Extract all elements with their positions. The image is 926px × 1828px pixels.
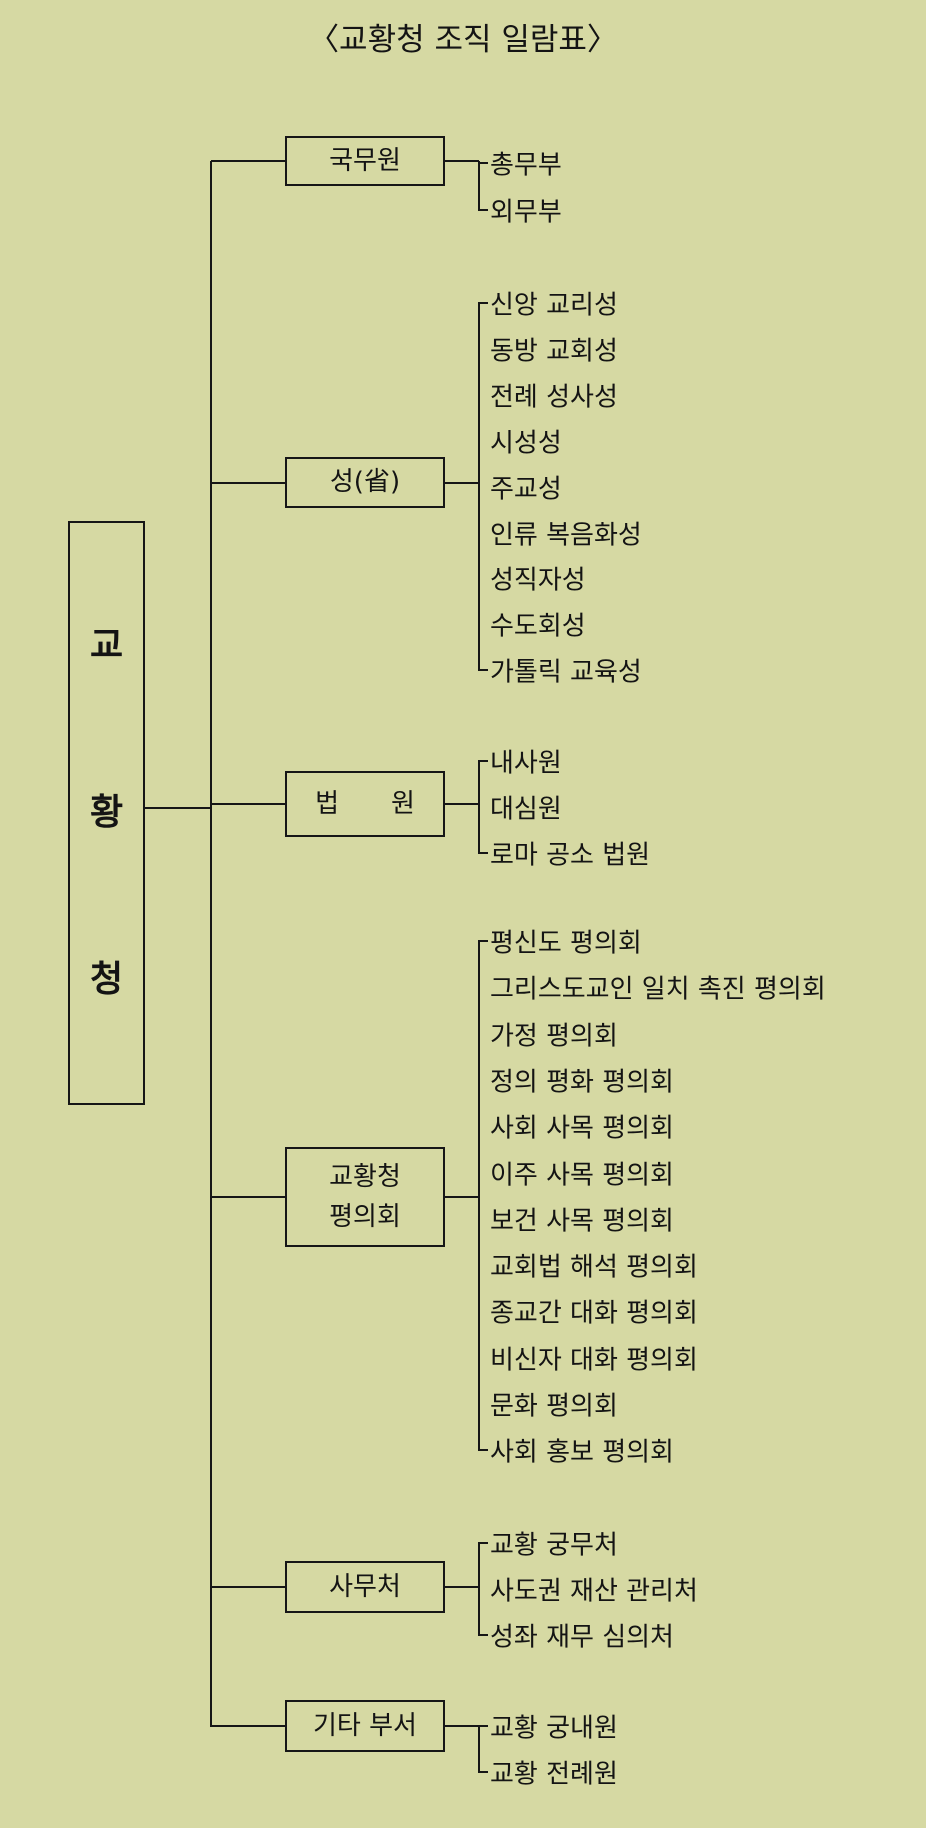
sub-department-item: 보건 사목 평의회 [490, 1206, 674, 1237]
sub-department-item: 비신자 대화 평의회 [490, 1345, 698, 1376]
group-box: 성(省) [285, 457, 445, 508]
branch-connector [211, 1725, 285, 1727]
sub-department-item: 사도권 재산 관리처 [490, 1576, 698, 1607]
sub-department-item: 교황 전례원 [490, 1759, 618, 1790]
bracket-tick [478, 940, 488, 942]
sub-department-item: 교황 궁내원 [490, 1713, 618, 1744]
branch-connector [211, 1196, 285, 1198]
group-box: 법 원 [285, 771, 445, 837]
sub-department-item: 종교간 대화 평의회 [490, 1298, 698, 1329]
bracket-line [478, 761, 480, 853]
bracket-line [478, 303, 480, 671]
sub-department-item: 전례 성사성 [490, 382, 618, 413]
root-char: 청 [89, 958, 124, 1000]
bracket-tick [478, 669, 488, 672]
sub-department-item: 문화 평의회 [490, 1391, 618, 1422]
sub-department-item: 평신도 평의회 [490, 928, 642, 959]
group-box: 국무원 [285, 136, 445, 186]
bracket-line [478, 941, 480, 1451]
sub-department-item: 성직자성 [490, 565, 586, 596]
sub-department-item: 성좌 재무 심의처 [490, 1622, 674, 1653]
bracket-tick [478, 1449, 488, 1452]
sub-department-item: 사회 홍보 평의회 [490, 1437, 674, 1468]
sub-department-item: 수도회성 [490, 611, 586, 642]
root-connector [144, 807, 211, 809]
bracket-tick [478, 162, 488, 164]
group-box: 사무처 [285, 1561, 445, 1613]
root-char: 교 [89, 625, 124, 667]
bracket-tick [478, 760, 488, 762]
sub-department-item: 로마 공소 법원 [490, 840, 651, 871]
sub-department-item: 대심원 [490, 794, 562, 825]
root-box-holy-see: 교 황 청 [68, 521, 145, 1105]
sub-department-item: 교황 궁무처 [490, 1530, 618, 1561]
bracket-tick [478, 1725, 488, 1727]
root-char: 황 [89, 792, 124, 834]
sub-department-item: 주교성 [490, 474, 562, 505]
sub-department-item: 동방 교회성 [490, 336, 618, 367]
branch-connector [211, 1586, 285, 1588]
sub-department-item: 외무부 [490, 197, 562, 228]
trunk-line [210, 161, 212, 1727]
group-box: 교황청 평의회 [285, 1147, 445, 1247]
sub-department-item: 가톨릭 교육성 [490, 657, 642, 688]
sub-department-item: 가정 평의회 [490, 1021, 618, 1052]
branch-connector [211, 160, 285, 162]
branch-connector [211, 803, 285, 805]
bracket-tick [478, 852, 488, 854]
bracket-line [478, 1726, 480, 1772]
sub-department-item: 이주 사목 평의회 [490, 1160, 674, 1190]
sub-department-item: 교회법 해석 평의회 [490, 1252, 698, 1283]
sub-department-item: 인류 복음화성 [490, 520, 642, 550]
sub-department-item: 정의 평화 평의회 [490, 1067, 674, 1098]
sub-department-item: 시성성 [490, 428, 562, 459]
sub-department-item: 총무부 [490, 150, 562, 181]
bracket-tick [478, 1542, 488, 1544]
box-to-bracket-connector [445, 1196, 479, 1198]
branch-connector [211, 481, 285, 484]
sub-department-item: 사회 사목 평의회 [490, 1113, 674, 1144]
group-box: 기타 부서 [285, 1700, 445, 1752]
bracket-line [478, 161, 480, 210]
chart-title: 〈교황청 조직 일람표〉 [308, 22, 618, 58]
box-to-bracket-connector [445, 1725, 479, 1727]
box-to-bracket-connector [445, 160, 479, 162]
sub-department-item: 내사원 [490, 748, 562, 779]
bracket-line [478, 1543, 480, 1635]
sub-department-item: 그리스도교인 일치 촉진 평의회 [490, 974, 826, 1005]
bracket-tick [478, 209, 488, 211]
bracket-tick [478, 302, 488, 304]
box-to-bracket-connector [445, 803, 479, 805]
bracket-tick [478, 1634, 488, 1636]
bracket-tick [478, 1771, 488, 1773]
sub-department-item: 신앙 교리성 [490, 290, 618, 321]
box-to-bracket-connector [445, 481, 479, 484]
box-to-bracket-connector [445, 1586, 479, 1588]
